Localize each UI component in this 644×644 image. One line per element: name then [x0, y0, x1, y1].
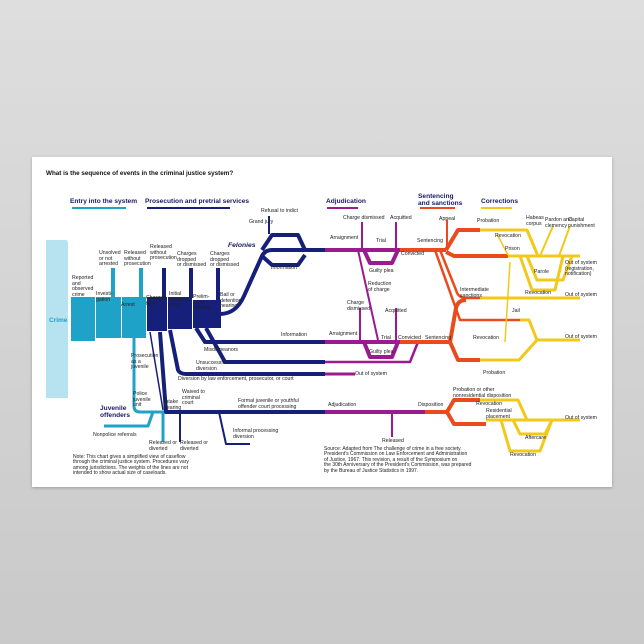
stage-label: Adjudication [328, 402, 357, 408]
sentencing-lines [400, 220, 520, 426]
stage-label: Police juvenile unit [133, 391, 151, 409]
stage-label: Reported and observed crime [72, 275, 94, 298]
stage-label: Parole [534, 269, 549, 275]
diagram-title: What is the sequence of events in the cr… [46, 170, 234, 177]
note-text: Note: This chart gives a simplified view… [73, 454, 189, 477]
stage-label: Initial appear- ance [169, 291, 187, 309]
stage-label: Released without prosecution [150, 244, 177, 262]
stage-label: Charges filed [146, 295, 166, 307]
stage-label: Trial [381, 335, 391, 341]
stage-label: Grand jury [249, 219, 274, 225]
stage-label: Revocation [473, 335, 499, 341]
stage-label: Prosecution as a juvenile [131, 353, 159, 371]
stage-label: Refusal to indict [261, 208, 298, 214]
stage-label: Charge dismissed [343, 215, 385, 221]
stage-label: Probation [483, 370, 506, 376]
stage-label: Arraignment [330, 235, 359, 241]
stage-label: Revocation [476, 401, 502, 407]
stage-label: Information [281, 332, 307, 338]
section-sentencing: Sentencing and sanctions [418, 193, 463, 207]
section-prosecution: Prosecution and pretrial services [145, 198, 250, 205]
stage-label: Misdemeanors [204, 347, 239, 353]
prosecution-lines [149, 216, 325, 445]
juvenile-entry [104, 338, 165, 442]
stage-label: Out of system [355, 371, 387, 377]
stage-label: Waived to criminal court [182, 389, 205, 407]
stage-label: Prelim- inary hearing [193, 294, 211, 312]
stage-label: Out of system [565, 292, 597, 298]
stage-label: Information [271, 265, 297, 271]
stage-label: Charges dropped or dismissed [177, 251, 207, 269]
stage-label: Diversion by law enforcement, prosecutor… [178, 376, 294, 382]
stage-label: Bail or detention hearing [220, 292, 242, 310]
stage-label: Charges dropped or dismissed [210, 251, 240, 269]
stage-label: Released or diverted [180, 440, 208, 452]
stage-label: Sentencing [417, 238, 443, 244]
crime-block [46, 240, 68, 398]
stage-label: Revocation [510, 452, 536, 458]
stage-label: Probation [477, 218, 500, 224]
stage-label: Appeal [439, 216, 456, 222]
stage-label: Capital punishment [568, 217, 595, 229]
stage-label: Convicted [401, 251, 425, 257]
prosecution-flow [147, 268, 221, 331]
stage-label: Arrest [121, 302, 135, 308]
stage-label: Investi- gation [96, 291, 113, 303]
stage-label: Trial [376, 238, 386, 244]
stage-label: Guilty plea [369, 268, 394, 274]
stage-label: Convicted [398, 335, 422, 341]
stage-label: Released or diverted [149, 440, 177, 452]
stage-label: Out of system [565, 415, 597, 421]
stage-label: Prison [505, 246, 520, 252]
stage-label: Felonies [228, 242, 256, 249]
crime-label: Crime [49, 317, 68, 324]
stage-label: Sentencing [425, 335, 451, 341]
stage-label: Aftercare [525, 435, 547, 441]
stage-label: Charge dismissed [347, 300, 371, 312]
stage-label: Informal processing diversion [233, 428, 279, 440]
section-corrections: Corrections [481, 198, 519, 205]
stage-label: Unsuccessful diversion [196, 360, 227, 372]
section-adjudication: Adjudication [326, 198, 366, 205]
corrections-lines [480, 225, 580, 453]
stage-label: Probation or other nonresidential dispos… [453, 387, 512, 399]
stage-label: Out of system [565, 334, 597, 340]
stage-label: Out of system (registration, notificatio… [565, 260, 597, 278]
stage-label: Disposition [418, 402, 444, 408]
section-entry: Entry into the system [70, 198, 138, 205]
stage-label: Arraignment [329, 331, 358, 337]
stage-label: Nonpolice referrals [93, 432, 137, 438]
stage-label: Juvenile offenders [100, 405, 131, 419]
stage-label: Acquitted [390, 215, 412, 221]
stage-label: Intermediate sanctions [460, 287, 489, 299]
entry-flow [71, 268, 146, 341]
stage-label: Unsolved or not arrested [99, 250, 121, 268]
stage-label: Residential placement [486, 408, 512, 420]
stage-label: Revocation [525, 290, 551, 296]
stage-label: Released [382, 438, 404, 444]
stage-label: Formal juvenile or youthful offender cou… [238, 398, 299, 410]
stage-label: Guilty plea [369, 349, 394, 355]
stage-label: Released without prosecution [124, 250, 151, 268]
stage-label: Intake hearing [164, 399, 182, 411]
stage-label: Reduction of charge [368, 281, 392, 293]
source-text: Source: Adapted from The challenge of cr… [324, 446, 472, 474]
stage-label: Pardon and clemency [545, 217, 572, 229]
stage-label: Revocation [495, 233, 521, 239]
adjudication-lines [325, 222, 425, 437]
stage-label: Habeas corpus [526, 215, 544, 227]
stage-label: Jail [512, 308, 520, 314]
stage-label: Acquitted [385, 308, 407, 314]
